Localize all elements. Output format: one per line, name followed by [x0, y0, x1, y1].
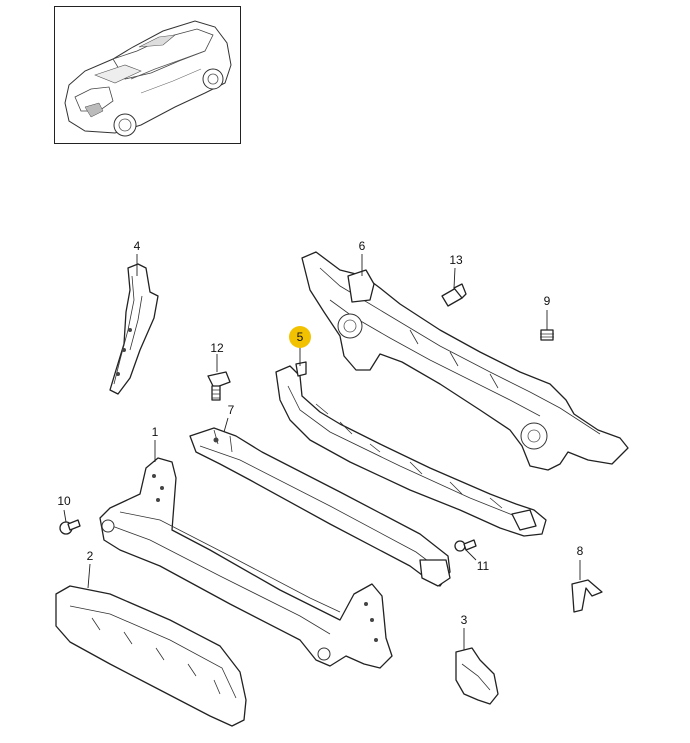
callout-5-highlight	[289, 326, 311, 348]
part-6-radiator-support	[301, 251, 629, 471]
leader-11	[465, 549, 477, 561]
suv-illustration	[64, 20, 232, 137]
callout-5[interactable]: 5	[297, 330, 304, 344]
part-7-crossmember	[189, 427, 451, 587]
part-8-bracket	[571, 579, 603, 613]
leader-13	[453, 267, 456, 289]
leader-lines	[63, 254, 581, 650]
part-5-upper-member	[275, 361, 547, 537]
callout-4[interactable]: 4	[134, 239, 141, 253]
callout-3[interactable]: 3	[461, 613, 468, 627]
callouts: 4 12 7 1 5 6 13 9 10 11 2 8 3	[57, 239, 583, 627]
callout-12[interactable]: 12	[210, 341, 224, 355]
callout-7[interactable]: 7	[228, 403, 235, 417]
leader-7	[223, 417, 229, 433]
callout-2[interactable]: 2	[87, 549, 94, 563]
callout-9[interactable]: 9	[544, 294, 551, 308]
part-3-mount	[455, 647, 499, 705]
callout-11[interactable]: 11	[477, 559, 490, 573]
callout-8[interactable]: 8	[577, 544, 584, 558]
callout-6[interactable]: 6	[359, 239, 366, 253]
vehicle-thumbnail	[54, 6, 241, 144]
part-13-plug	[441, 283, 467, 307]
part-11-bolt	[454, 539, 477, 552]
part-10-bolt	[59, 519, 81, 535]
callout-10[interactable]: 10	[57, 494, 71, 508]
part-9-grommet	[540, 329, 554, 341]
callout-13[interactable]: 13	[449, 253, 463, 267]
leader-2	[87, 563, 91, 589]
part-12-screw	[207, 371, 231, 401]
callout-1[interactable]: 1	[152, 425, 159, 439]
part-1-bumper-carrier	[99, 457, 393, 669]
leader-10	[63, 509, 67, 523]
part-4-bracket	[109, 263, 159, 395]
part-2-absorber	[55, 585, 247, 727]
